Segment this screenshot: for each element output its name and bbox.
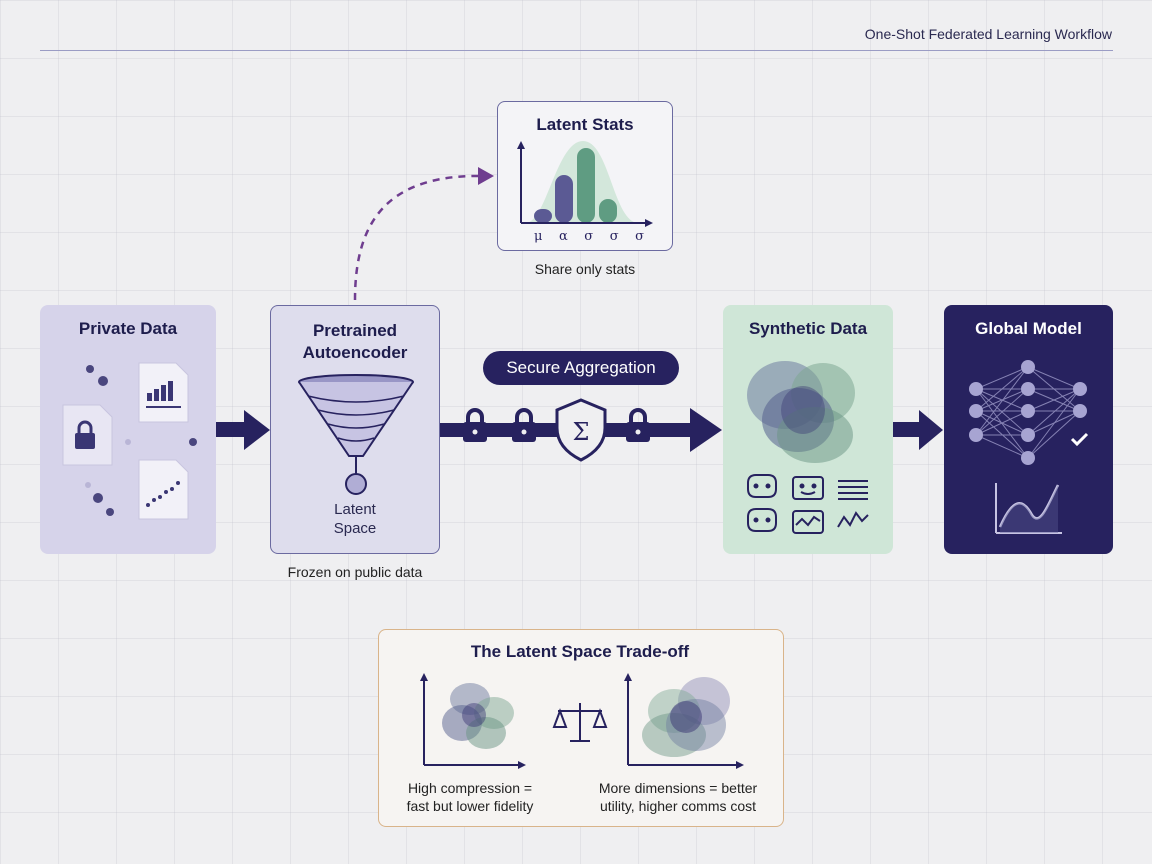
flow-arrow-private-to-autoencoder — [214, 410, 270, 450]
stats-tick: σ — [609, 229, 619, 244]
global-model-title: Global Model — [975, 319, 1082, 338]
neural-network-icon — [969, 360, 1089, 534]
flow-arrow-synthetic-to-global — [891, 410, 943, 450]
shield-sigma-icon: Σ — [555, 398, 607, 462]
spread-cluster — [642, 677, 730, 757]
latent-stats-title: Latent Stats — [536, 115, 634, 134]
table-list-icon — [838, 480, 868, 500]
stats-tick: σ — [635, 229, 644, 244]
header-title: One-Shot Federated Learning Workflow — [864, 26, 1112, 42]
stats-bar — [555, 175, 573, 223]
stats-tick: μ — [534, 229, 543, 244]
line-chart-icon — [995, 483, 1062, 534]
latent-stats-chart — [517, 141, 653, 227]
secure-aggregation-badge: Secure Aggregation — [483, 351, 679, 385]
tradeoff-illustration — [420, 673, 744, 769]
signal-chart-icon — [792, 510, 824, 534]
stats-bar — [599, 199, 617, 223]
stats-tick: α — [558, 229, 568, 244]
header-divider — [40, 50, 1113, 51]
lock-icon — [463, 408, 487, 442]
latent-space-label-line2: Space — [333, 520, 377, 537]
compact-cluster — [442, 683, 514, 749]
tradeoff-right-caption: More dimensions = better utility, higher… — [584, 779, 772, 815]
stats-caption: Share only stats — [534, 261, 636, 277]
private-data-card: Private Data — [40, 305, 216, 554]
lock-icon — [626, 408, 650, 442]
autoencoder-title-line2: Autoencoder — [302, 343, 408, 362]
funnel-icon — [298, 374, 414, 495]
tradeoff-right-caption-line2: utility, higher comms cost — [599, 798, 757, 814]
synthetic-data-illustration — [747, 361, 869, 534]
stats-bar — [534, 209, 552, 223]
autoencoder-card: Pretrained Autoencoder — [270, 305, 440, 554]
tradeoff-title: The Latent Space Trade-off — [470, 642, 690, 661]
frozen-caption: Frozen on public data — [287, 564, 423, 580]
private-data-illustration — [62, 362, 197, 520]
scatter-file-icon — [138, 459, 189, 520]
autoencoder-title-line1: Pretrained — [312, 321, 398, 340]
lock-icon — [512, 408, 536, 442]
tradeoff-right-caption-line1: More dimensions = better — [598, 780, 758, 796]
screen-face-icon — [792, 476, 824, 500]
wave-icon — [837, 511, 869, 528]
stats-tick-labels: μ α σ σ σ — [534, 229, 644, 244]
stats-bar — [577, 148, 595, 223]
face-icon — [747, 508, 777, 532]
global-model-card: Global Model — [944, 305, 1113, 554]
bar-chart-file-icon — [138, 362, 189, 423]
synthetic-data-card: Synthetic Data — [723, 305, 893, 554]
face-icon — [747, 474, 777, 498]
checkmark-icon — [1070, 432, 1089, 447]
tradeoff-left-caption-line2: fast but lower fidelity — [406, 798, 534, 814]
stats-tick: σ — [584, 229, 594, 244]
scale-balance-icon — [552, 703, 608, 742]
private-data-title: Private Data — [78, 319, 178, 338]
sigma-symbol: Σ — [573, 418, 590, 446]
tradeoff-left-caption: High compression = fast but lower fideli… — [390, 779, 550, 815]
tradeoff-left-caption-line1: High compression = — [407, 780, 533, 796]
lock-file-icon — [62, 404, 113, 466]
latent-space-label-line1: Latent — [334, 501, 376, 518]
synthetic-data-title: Synthetic Data — [748, 319, 868, 338]
